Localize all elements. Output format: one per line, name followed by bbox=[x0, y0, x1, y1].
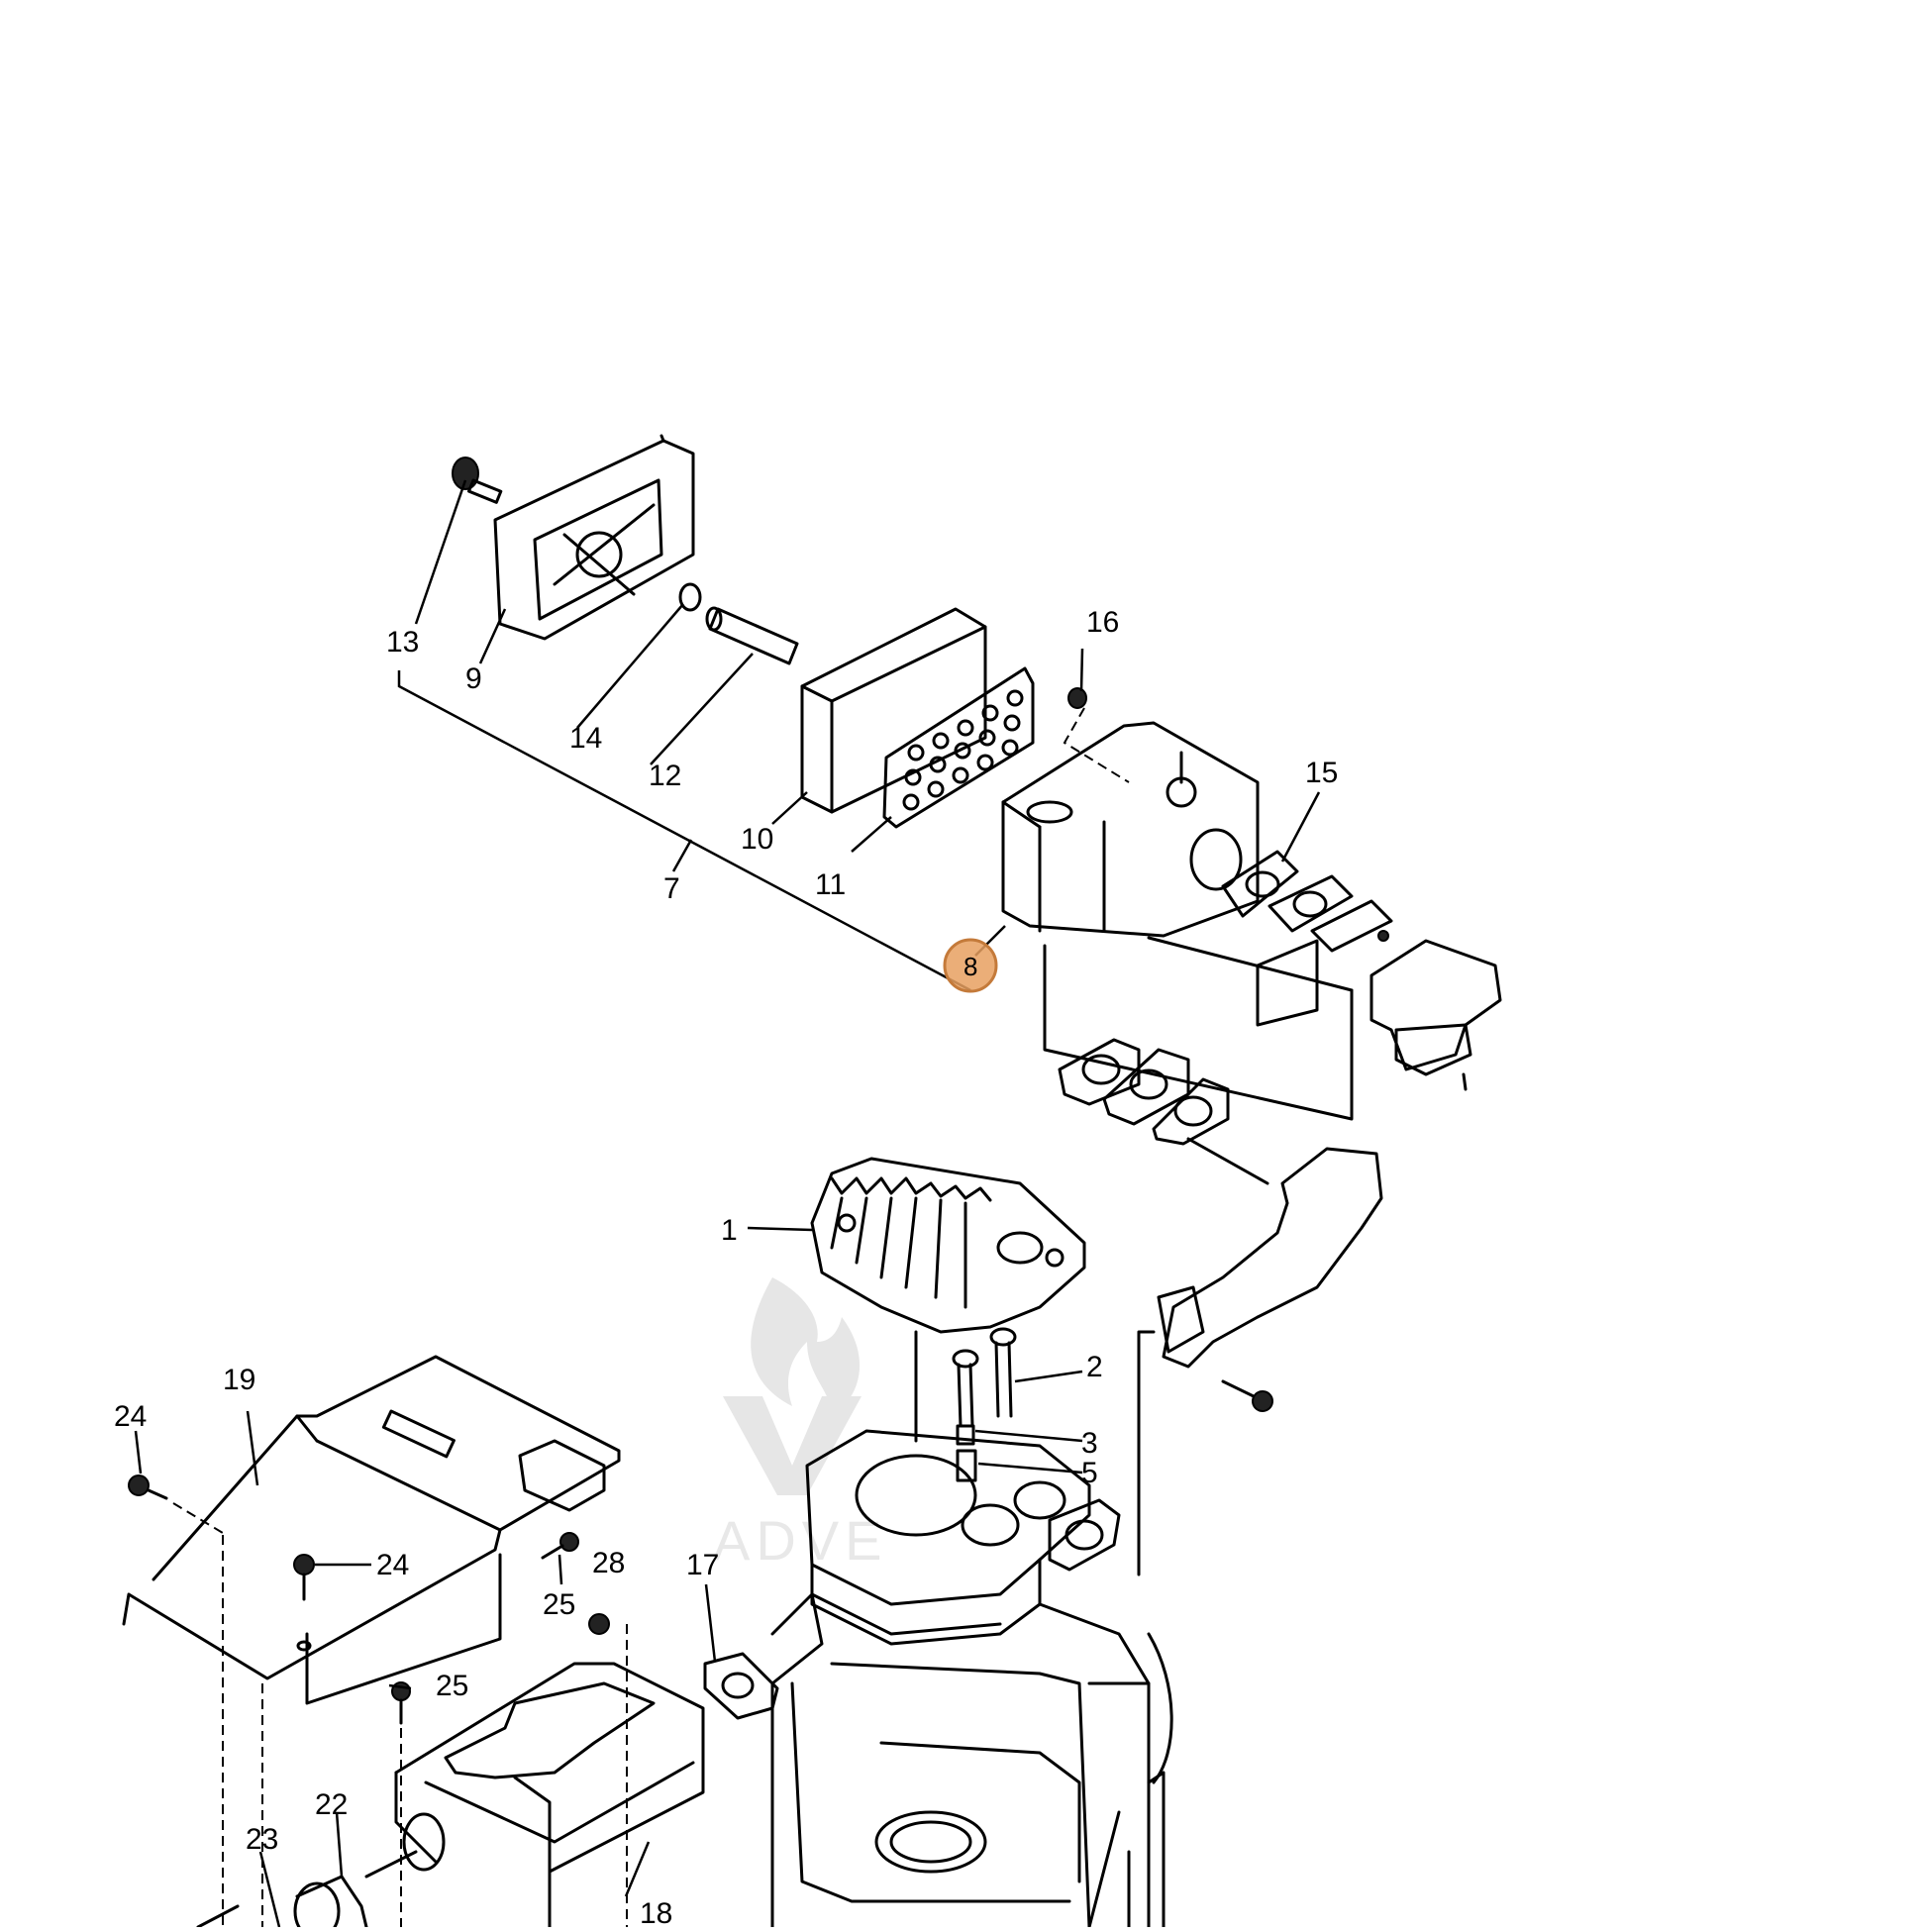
callout-8[interactable]: 8 bbox=[964, 952, 977, 981]
muffler-screw-upper bbox=[541, 1532, 579, 1560]
perforated-plate bbox=[882, 666, 1035, 829]
air-cleaner-cover bbox=[493, 434, 695, 641]
callout-18: 18 bbox=[640, 1897, 672, 1927]
wing-nut bbox=[1067, 687, 1087, 709]
screw-guide-24a bbox=[172, 1502, 224, 1534]
shield-guide-frame bbox=[305, 1553, 502, 1705]
leader-lines bbox=[134, 479, 1321, 1928]
exhaust-flange bbox=[1048, 1498, 1121, 1572]
callout-2: 2 bbox=[1086, 1351, 1103, 1383]
callout-10: 10 bbox=[741, 823, 773, 856]
callout-25-upper: 25 bbox=[543, 1588, 575, 1621]
muffler-gasket bbox=[703, 1652, 779, 1720]
muffler-shield bbox=[122, 1355, 621, 1680]
callout-13: 13 bbox=[386, 626, 419, 659]
callout-16: 16 bbox=[1086, 606, 1119, 639]
callout-9: 9 bbox=[465, 662, 482, 695]
callout-11: 11 bbox=[815, 868, 846, 901]
gasket-guide-top bbox=[1147, 936, 1354, 992]
spacer-tube bbox=[705, 606, 799, 665]
callout-15: 15 bbox=[1305, 757, 1338, 789]
highlight-marker[interactable] bbox=[943, 938, 998, 993]
assembly-bracket-line bbox=[397, 670, 971, 992]
spark-arrester bbox=[196, 1850, 418, 1932]
watermark-logo: ADVE bbox=[713, 1277, 888, 1572]
washer bbox=[678, 582, 702, 612]
callout-23: 23 bbox=[246, 1823, 278, 1856]
intake-gaskets bbox=[1058, 1038, 1230, 1146]
muffler-nut bbox=[588, 1613, 610, 1635]
mounting-bracket bbox=[1256, 939, 1319, 1027]
pipe-guide-line bbox=[1137, 1330, 1156, 1576]
engine-block bbox=[770, 1429, 1173, 1929]
intake-stud bbox=[1186, 1137, 1269, 1185]
cover-knob-screw bbox=[452, 457, 503, 504]
watermark-text: ADVE bbox=[713, 1509, 888, 1572]
nut-guide-line bbox=[1063, 707, 1130, 783]
callout-14: 14 bbox=[569, 722, 602, 755]
carburetor-gaskets bbox=[1221, 850, 1393, 953]
head-bolts bbox=[952, 1327, 1017, 1428]
carburetor bbox=[1369, 930, 1502, 1091]
callout-25-lower: 25 bbox=[436, 1670, 468, 1702]
air-cleaner-base bbox=[1001, 721, 1260, 938]
callout-7: 7 bbox=[663, 872, 680, 905]
gasket-guide-frame bbox=[1043, 944, 1354, 1121]
cylinder-head bbox=[810, 1157, 1086, 1334]
intake-elbow bbox=[1157, 1147, 1383, 1369]
callout-19: 19 bbox=[223, 1364, 255, 1396]
callout-24-left: 24 bbox=[114, 1400, 147, 1433]
muffler bbox=[394, 1662, 705, 1929]
callout-28: 28 bbox=[592, 1547, 625, 1579]
callout-5: 5 bbox=[1081, 1457, 1098, 1489]
callout-12: 12 bbox=[649, 760, 681, 792]
shield-screw-left bbox=[128, 1474, 168, 1500]
callout-1: 1 bbox=[721, 1214, 738, 1247]
callout-17: 17 bbox=[686, 1549, 719, 1581]
callout-24-center: 24 bbox=[376, 1549, 409, 1581]
callout-3: 3 bbox=[1081, 1427, 1098, 1460]
pipe-bolt bbox=[1221, 1379, 1273, 1412]
callout-22: 22 bbox=[315, 1788, 348, 1821]
shield-screw-center bbox=[293, 1554, 315, 1652]
